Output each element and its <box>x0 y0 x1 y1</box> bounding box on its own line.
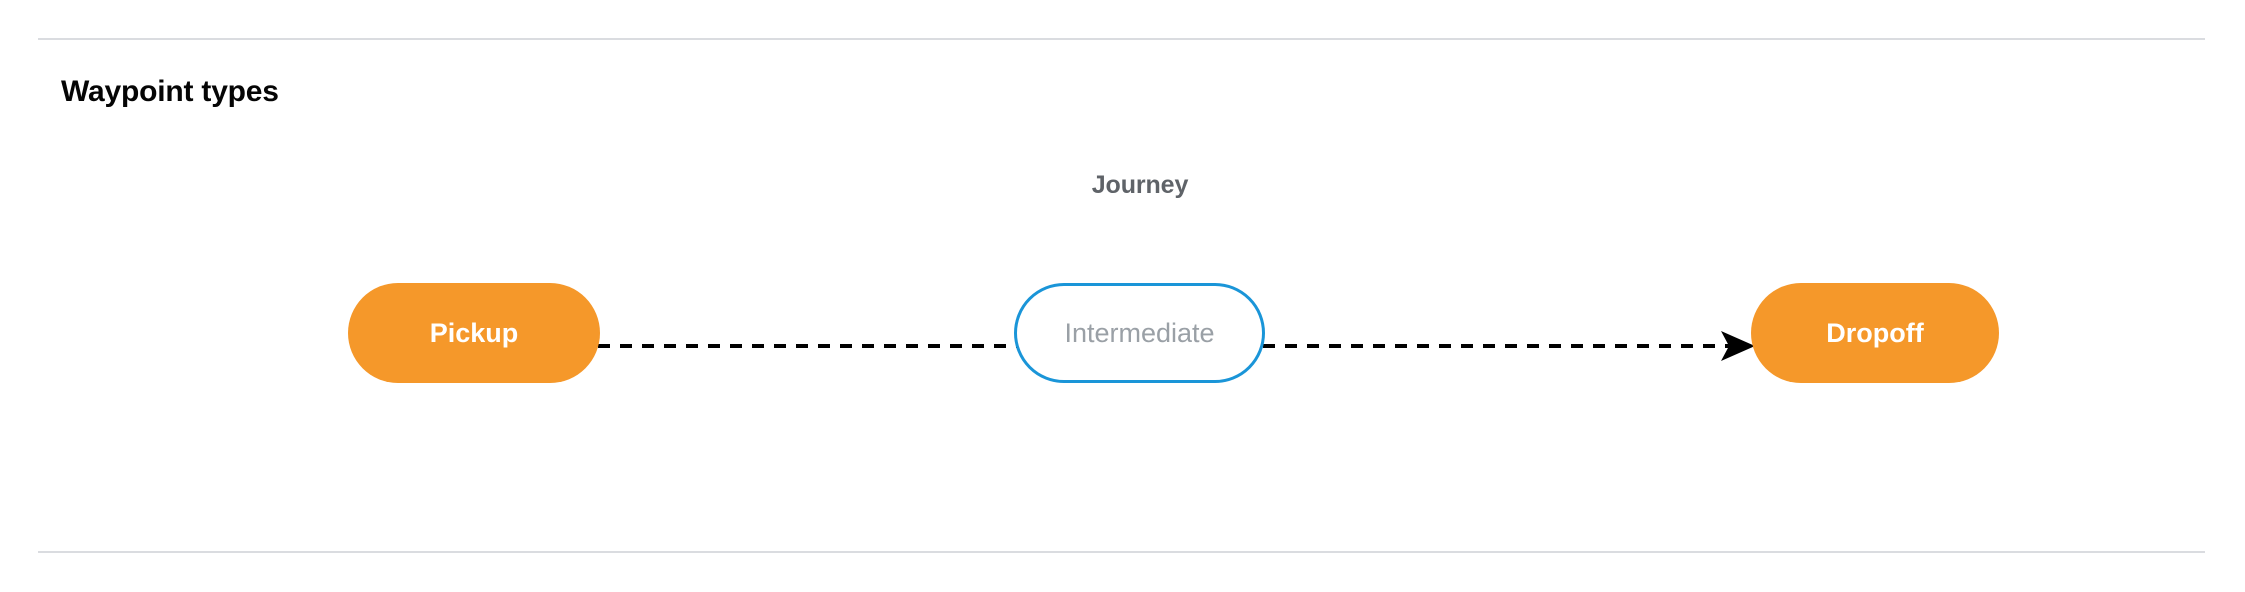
section-divider-top <box>38 38 2205 40</box>
connector-pickup-to-intermediate <box>598 344 1018 348</box>
journey-group-label: Journey <box>1091 171 1189 199</box>
waypoint-node-pickup-label: Pickup <box>429 317 519 348</box>
page-title: Waypoint types <box>61 75 279 108</box>
waypoint-node-intermediate[interactable]: Intermediate <box>1014 283 1265 383</box>
arrowhead-icon <box>1721 331 1755 361</box>
waypoint-node-pickup[interactable]: Pickup <box>348 283 600 383</box>
section-divider-bottom <box>38 551 2205 553</box>
waypoint-node-intermediate-label: Intermediate <box>1064 317 1215 348</box>
connector-intermediate-to-dropoff <box>1263 331 1755 361</box>
waypoint-node-dropoff[interactable]: Dropoff <box>1751 283 1999 383</box>
waypoint-node-dropoff-label: Dropoff <box>1826 317 1924 348</box>
